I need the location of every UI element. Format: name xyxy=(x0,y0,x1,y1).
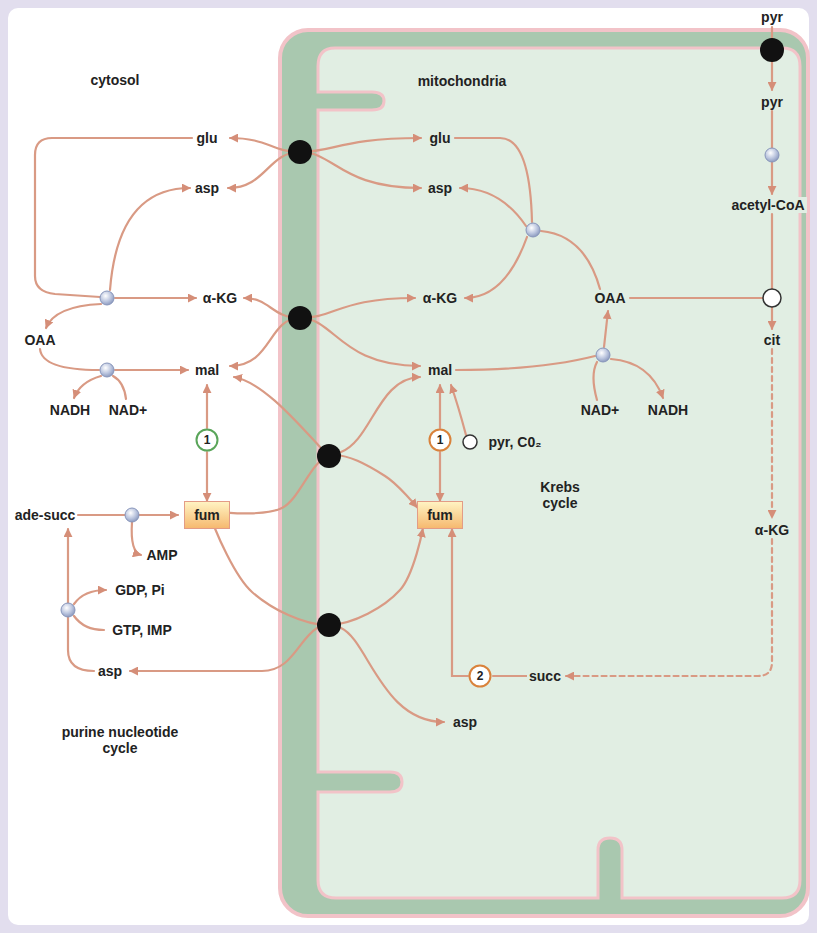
enzyme-dot xyxy=(100,363,114,377)
metabolite-label: asp xyxy=(96,663,124,679)
metabolite-label: α-KG xyxy=(421,290,459,306)
reaction-line xyxy=(630,297,763,299)
reaction-arrow xyxy=(115,297,196,299)
enzyme-ring xyxy=(470,666,491,687)
mitochondrion-outline: mitochondria 1 fum 2 xyxy=(278,28,810,918)
metabolite-label: NAD+ xyxy=(107,402,150,418)
metabolite-box: fum xyxy=(184,501,230,529)
reaction-arrow xyxy=(74,590,106,604)
reaction-arrow xyxy=(771,162,773,194)
transporter-dot xyxy=(288,140,312,164)
metabolite-label: asp xyxy=(426,180,454,196)
metabolite-label: OAA xyxy=(22,332,57,348)
metabolite-box: fum xyxy=(417,501,463,529)
open-enzyme-circle xyxy=(463,435,477,449)
inner-membrane xyxy=(318,48,800,898)
reaction-arrow xyxy=(206,385,208,428)
metabolite-label: purine nucleotide cycle xyxy=(52,724,188,756)
reaction-line xyxy=(78,514,125,516)
metabolite-label: Krebs cycle xyxy=(527,479,593,511)
node-text: 1 xyxy=(437,433,444,447)
metabolite-label: glu xyxy=(195,130,220,146)
metabolite-label: NAD+ xyxy=(579,402,622,418)
metabolite-label: acetyl-CoA xyxy=(729,197,806,213)
reaction-line xyxy=(771,214,773,289)
reaction-line xyxy=(74,616,104,630)
enzyme-dot xyxy=(100,291,114,305)
outer-membrane xyxy=(280,30,808,916)
metabolite-label: α-KG xyxy=(753,522,791,538)
enzyme-circle: 2 xyxy=(468,664,492,688)
enzyme-circle: 1 xyxy=(428,428,452,452)
metabolite-label: NADH xyxy=(646,402,690,418)
reaction-connector xyxy=(206,452,208,501)
reaction-arrow xyxy=(46,304,101,328)
metabolite-label: GDP, Pi xyxy=(113,582,167,598)
reaction-arrow xyxy=(771,307,773,329)
metabolite-label: NADH xyxy=(48,402,92,418)
transporter-dot xyxy=(288,306,312,330)
node-text: fum xyxy=(194,507,220,523)
enzyme-dot xyxy=(765,148,779,162)
transporter-dot xyxy=(317,613,341,637)
node-text: 2 xyxy=(477,669,484,683)
node-text: mitochondria xyxy=(418,73,507,89)
metabolite-label: cytosol xyxy=(88,72,141,88)
metabolite-label: mal xyxy=(193,362,221,378)
reaction-arrow xyxy=(68,529,94,671)
metabolite-label: pyr xyxy=(759,94,785,110)
enzyme-circle: 1 xyxy=(195,428,219,452)
reaction-line xyxy=(113,376,126,399)
metabolite-label: OAA xyxy=(592,290,627,306)
reaction-line xyxy=(40,349,99,370)
enzyme-dot xyxy=(61,603,75,617)
reaction-arrow xyxy=(132,522,141,555)
metabolite-label: cit xyxy=(762,332,782,348)
metabolite-label: asp xyxy=(451,714,479,730)
reaction-arrow xyxy=(115,369,188,371)
reaction-connector xyxy=(439,452,441,501)
enzyme-dot xyxy=(526,223,540,237)
transporter-dot xyxy=(760,38,784,62)
reaction-line xyxy=(493,675,528,677)
reaction-arrow xyxy=(110,188,190,290)
open-enzyme-circle xyxy=(763,289,781,307)
enzyme-ring xyxy=(197,430,218,451)
metabolite-label: AMP xyxy=(144,547,179,563)
metabolite-label: α-KG xyxy=(201,290,239,306)
reaction-line xyxy=(771,111,773,148)
transporter-dot xyxy=(317,444,341,468)
frame-panel xyxy=(8,8,809,925)
node-text: fum xyxy=(427,507,453,523)
reaction-arrow xyxy=(439,385,441,428)
enzyme-dot xyxy=(125,508,139,522)
metabolite-label: pyr xyxy=(759,9,785,25)
metabolite-label: asp xyxy=(193,180,221,196)
metabolite-label: GTP, IMP xyxy=(110,622,174,638)
reaction-line xyxy=(35,138,192,297)
enzyme-dot xyxy=(596,348,610,362)
metabolite-label: glu xyxy=(428,130,453,146)
reaction-arrow xyxy=(74,376,101,398)
metabolite-label: pyr, C0₂ xyxy=(487,434,544,450)
node-text: 1 xyxy=(204,433,211,447)
metabolite-label: succ xyxy=(527,668,563,684)
metabolite-label: ade-succ xyxy=(13,507,78,523)
reaction-arrow xyxy=(139,514,178,516)
enzyme-ring xyxy=(430,430,451,451)
metabolite-label: mal xyxy=(426,362,454,378)
membrane-drawing xyxy=(278,28,810,918)
